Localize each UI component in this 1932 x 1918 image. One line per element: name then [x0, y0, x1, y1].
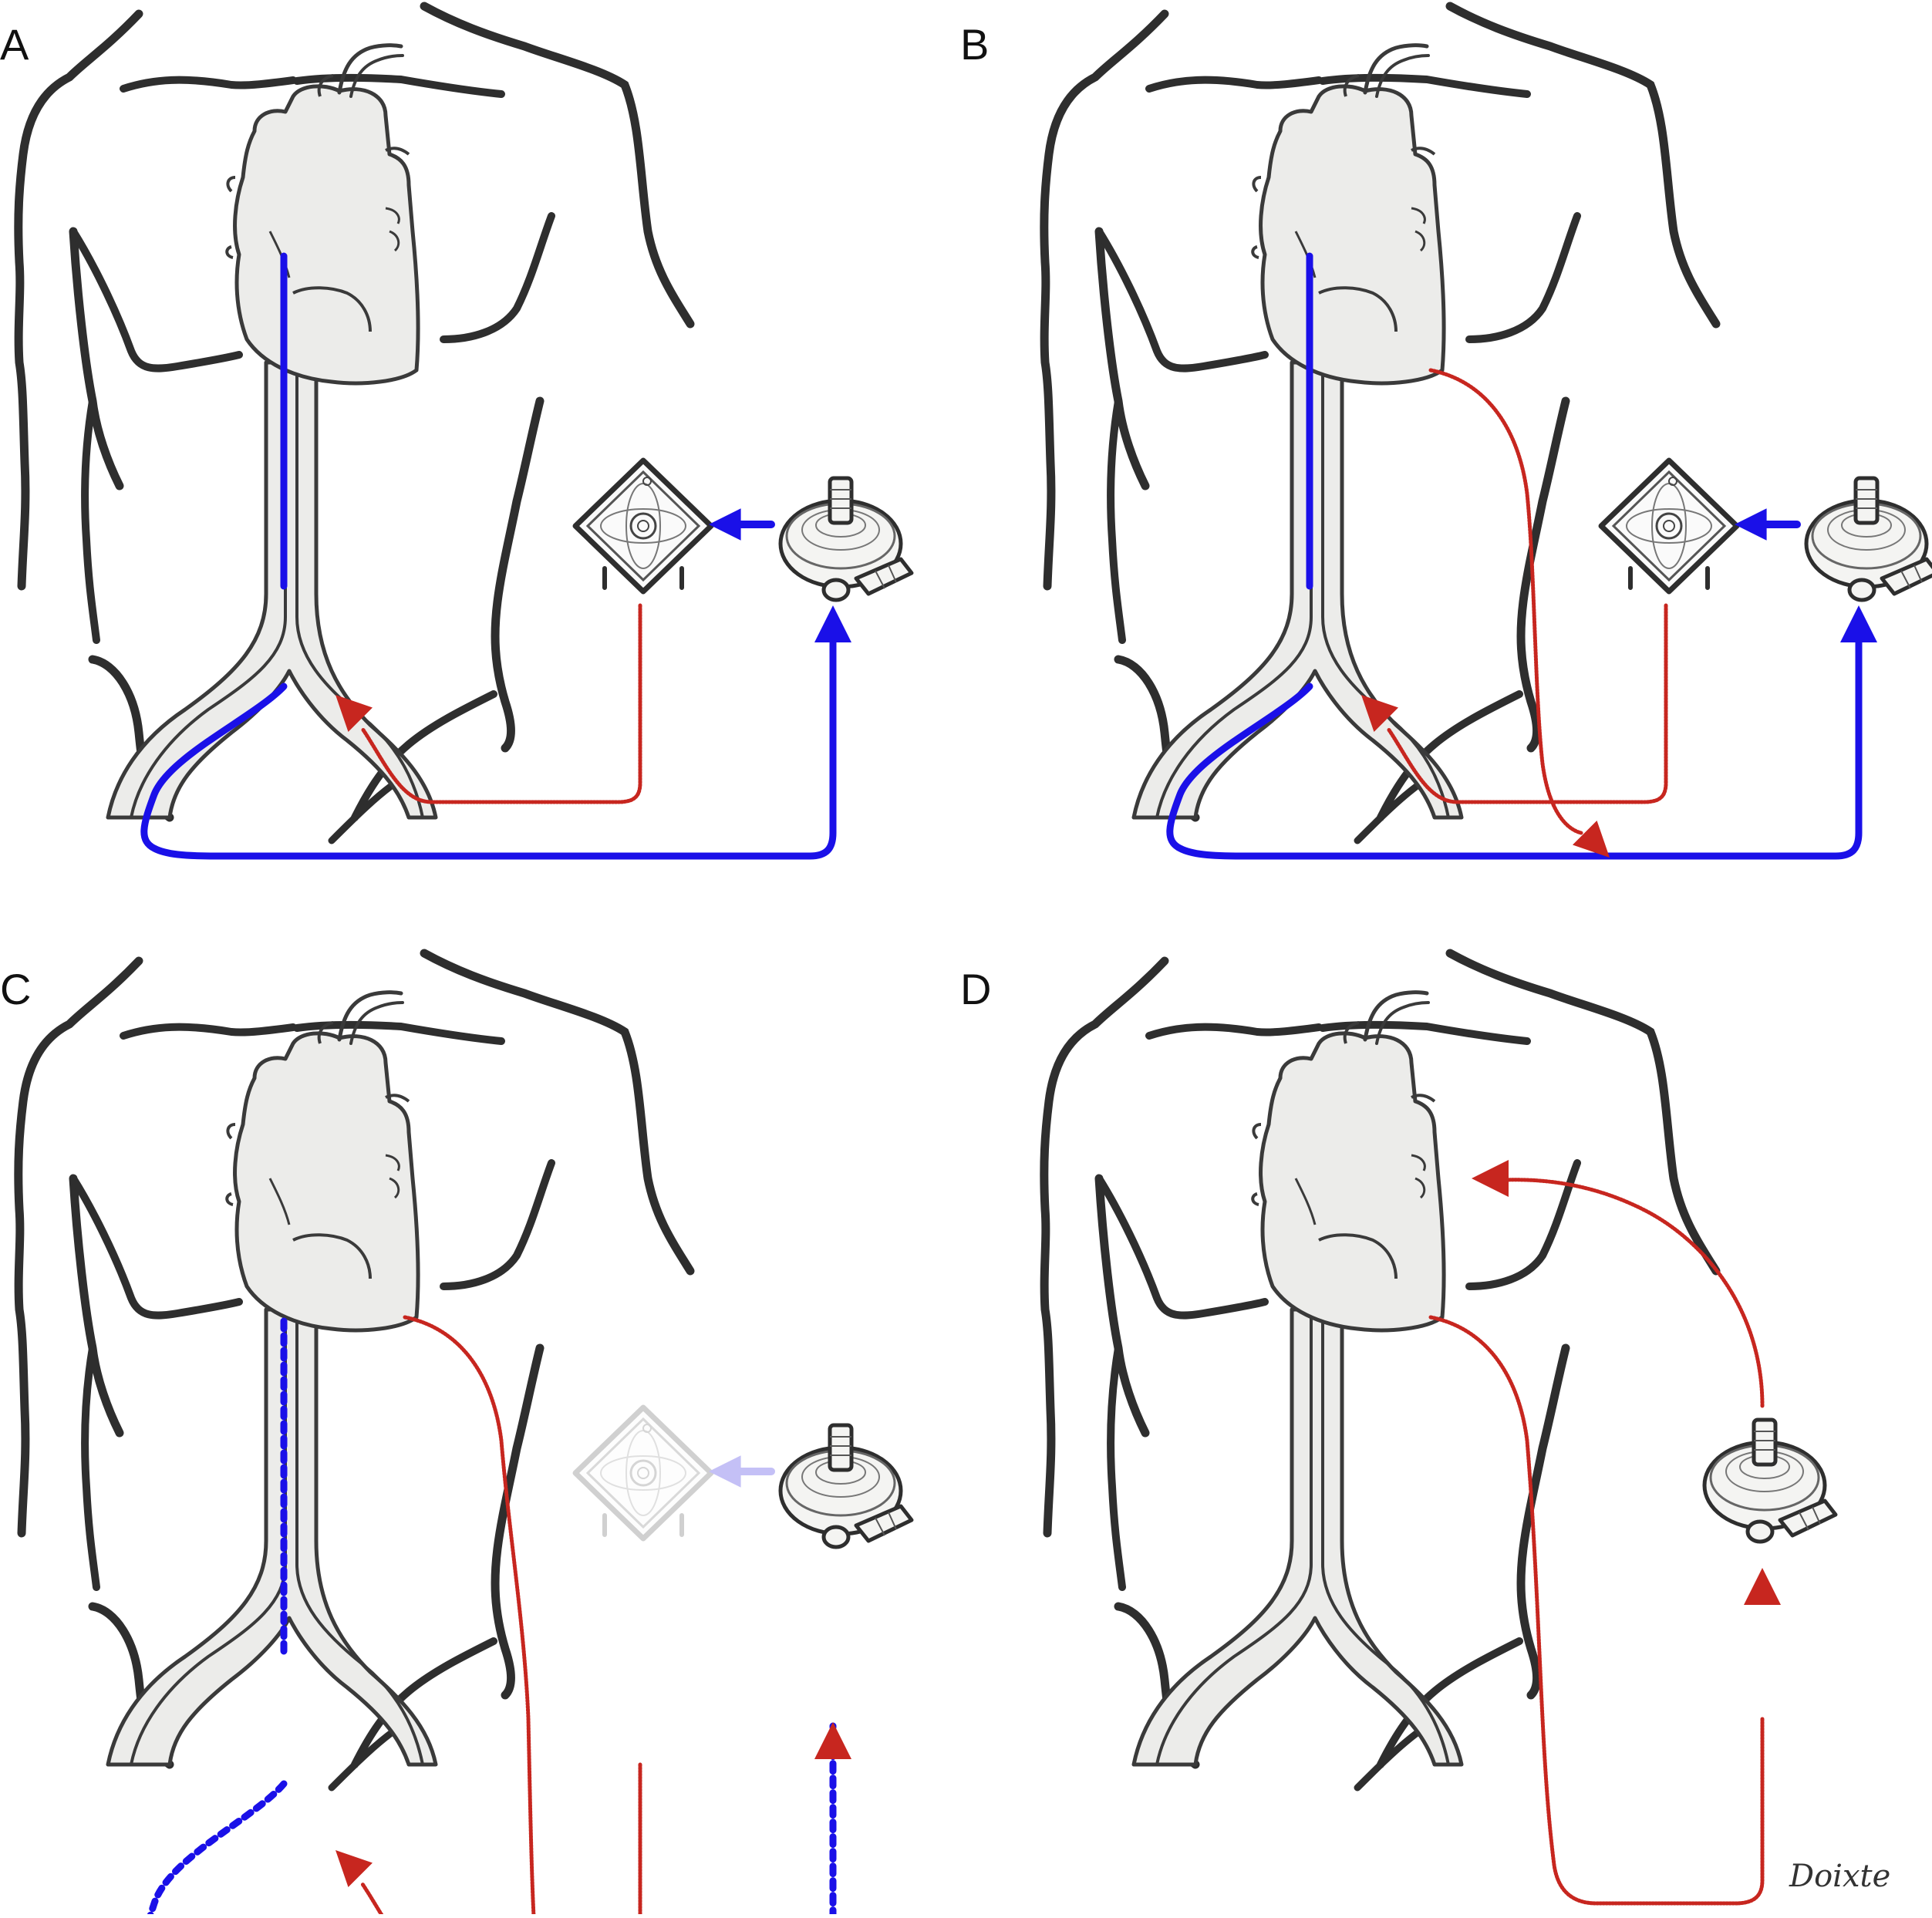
- panel-label-b: B: [960, 20, 990, 69]
- pump-to-oxygenator-arrowhead: [1735, 508, 1767, 541]
- native-output-arrowhead: [1573, 821, 1610, 858]
- pump-inlet-arrowhead: [1840, 605, 1877, 642]
- centrifugal-pump-icon: [781, 1425, 912, 1547]
- heart-icon: [227, 46, 418, 383]
- femoral-arterial-arrowhead: [335, 695, 373, 732]
- panel-c: [19, 953, 912, 1918]
- aorta-iliac-vessels: [108, 362, 436, 817]
- native-output-line: [1428, 368, 1583, 835]
- pump-to-oxygenator-arrowhead: [709, 508, 741, 541]
- pump-inlet-arrowhead: [814, 1722, 851, 1759]
- venous-drainage-line-dotted: [146, 1722, 837, 1918]
- arterial-return-line: [360, 603, 642, 804]
- chest-arrowhead: [1472, 1160, 1509, 1197]
- pump-inlet-arrowhead: [1744, 1568, 1781, 1605]
- heart-icon: [227, 993, 418, 1330]
- pump-inlet-arrowhead: [814, 605, 851, 642]
- panel-label-a: A: [0, 20, 29, 69]
- oxygenator-icon: [1601, 460, 1737, 592]
- panel-a: [19, 6, 912, 860]
- aorta-iliac-vessels: [108, 1310, 436, 1765]
- aorta-iliac-vessels: [1134, 362, 1462, 817]
- native-output-line: [403, 1315, 536, 1918]
- native-output-line: [1428, 1315, 1765, 1906]
- oxygenator-icon: [575, 1407, 711, 1539]
- femoral-arterial-arrowhead: [1361, 695, 1398, 732]
- panel-b: [1044, 6, 1932, 860]
- heart-icon: [1253, 46, 1444, 383]
- panel-label-d: D: [960, 965, 992, 1013]
- aorta-iliac-vessels: [1134, 1310, 1462, 1765]
- artist-signature: Doixte: [1789, 1859, 1891, 1894]
- centrifugal-pump-icon: [1704, 1420, 1836, 1542]
- oxygenator-icon: [575, 460, 711, 592]
- venous-drainage-line: [140, 632, 837, 860]
- centrifugal-pump-icon: [781, 478, 912, 600]
- centrifugal-pump-icon: [1806, 478, 1932, 600]
- arterial-return-line: [1386, 603, 1668, 804]
- venous-drainage-line: [1166, 632, 1863, 860]
- pump-to-oxygenator-arrowhead: [709, 1455, 741, 1488]
- femoral-arterial-arrowhead: [335, 1850, 373, 1887]
- panel-label-c: C: [0, 965, 32, 1013]
- arterial-return-line: [360, 1762, 642, 1918]
- pump-to-chest-line: [1502, 1178, 1765, 1408]
- panel-d: [1044, 953, 1836, 1906]
- heart-icon: [1253, 993, 1444, 1330]
